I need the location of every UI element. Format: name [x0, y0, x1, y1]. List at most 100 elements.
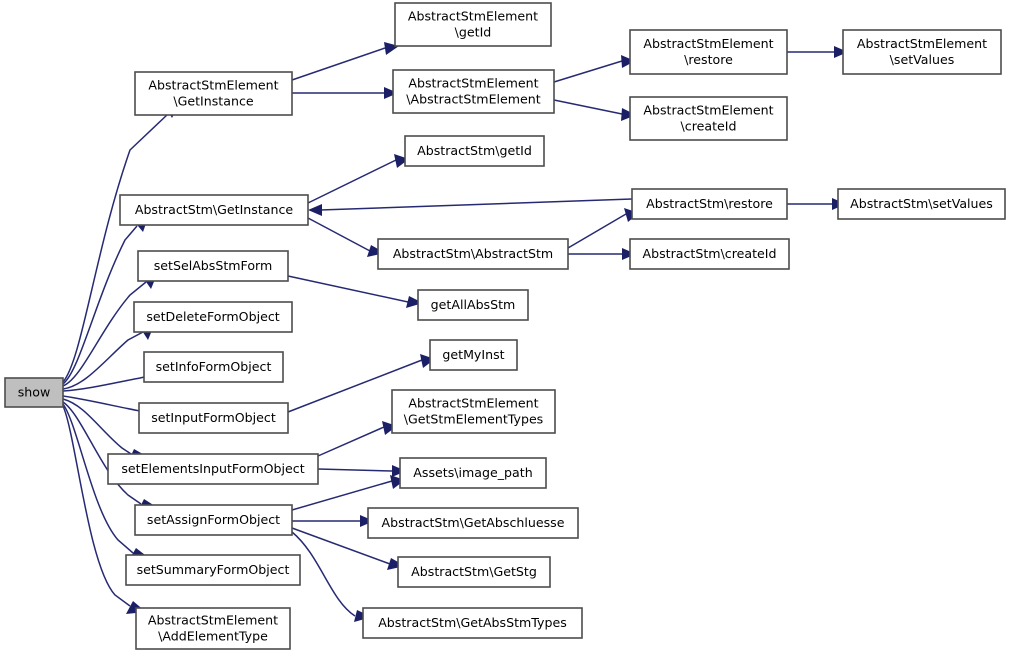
node-rect[interactable] — [837, 188, 1006, 220]
node-rect[interactable] — [138, 402, 289, 434]
edge-line — [62, 403, 134, 554]
graph-node-as_getabsstmtypes[interactable]: AbstractStm\GetAbsStmTypes — [362, 607, 583, 639]
node-rect[interactable] — [417, 289, 529, 321]
node-label: AbstractStm\GetAbsStmTypes — [378, 615, 567, 630]
graph-node-getallabsstm[interactable]: getAllAbsStm — [417, 289, 529, 321]
node-rect[interactable] — [404, 135, 545, 167]
arrowhead-icon — [308, 204, 322, 216]
graph-node-ase_addelementtype[interactable]: AbstractStmElement\AddElementType — [135, 607, 291, 650]
call-edge-ase_getinstance-to-ase_ctor — [292, 87, 398, 99]
node-label: AbstractStmElement\AddElementType — [148, 612, 278, 643]
node-label: AbstractStm\setValues — [850, 196, 993, 211]
graph-node-setsummaryformobject[interactable]: setSummaryFormObject — [125, 554, 301, 586]
arrowhead-icon — [384, 87, 398, 99]
node-rect[interactable] — [134, 71, 293, 116]
graph-node-as_getinstance[interactable]: AbstractStm\GetInstance — [119, 194, 309, 226]
node-rect[interactable] — [134, 504, 293, 536]
graph-node-ase_restore[interactable]: AbstractStmElement\restore — [629, 29, 788, 75]
call-edge-as_restore-to-as_setvalues — [787, 198, 846, 210]
edge-line — [62, 374, 154, 392]
call-edge-show-to-setdeleteformobject — [62, 323, 155, 390]
edge-line — [62, 225, 138, 385]
graph-node-as_ctor[interactable]: AbstractStm\AbstractStm — [377, 238, 569, 270]
arrowhead-icon — [621, 108, 636, 121]
graph-node-ase_getid[interactable]: AbstractStmElement\getId — [394, 2, 552, 47]
node-rect[interactable] — [629, 96, 788, 141]
call-edge-as_getinstance-to-as_ctor — [307, 217, 385, 257]
graph-node-setinputformobject[interactable]: setInputFormObject — [138, 402, 289, 434]
node-label: getMyInst — [442, 347, 504, 362]
node-rect[interactable] — [362, 607, 583, 639]
arrowhead-icon — [392, 465, 406, 477]
node-rect[interactable] — [135, 607, 291, 650]
edge-line — [307, 159, 397, 204]
node-rect[interactable] — [367, 507, 579, 539]
node-label: AbstractStmElement\restore — [643, 36, 773, 67]
arrowhead-icon — [406, 296, 423, 308]
node-label: AbstractStmElement\GetStmElementTypes — [404, 395, 544, 426]
graph-node-setselabsstmform[interactable]: setSelAbsStmForm — [137, 250, 289, 282]
node-rect[interactable] — [629, 29, 788, 75]
edge-line — [62, 331, 144, 390]
edge-line — [291, 47, 386, 81]
graph-node-setinfoformobject[interactable]: setInfoFormObject — [143, 351, 284, 383]
graph-node-ase_getstmelementtypes[interactable]: AbstractStmElement\GetStmElementTypes — [391, 389, 556, 434]
node-label: AbstractStm\GetStg — [411, 564, 537, 579]
node-rect[interactable] — [394, 2, 552, 47]
graph-node-as_getid[interactable]: AbstractStm\getId — [404, 135, 545, 167]
nodes-layer: showAbstractStmElement\GetInstanceAbstra… — [4, 2, 1006, 650]
edge-line — [567, 213, 627, 249]
graph-node-ase_setvalues[interactable]: AbstractStmElement\setValues — [842, 29, 1002, 75]
node-label: setInfoFormObject — [156, 359, 272, 374]
graph-node-getmyinst[interactable]: getMyInst — [429, 339, 518, 371]
call-edge-ase_ctor-to-ase_restore — [553, 55, 635, 83]
arrowhead-icon — [622, 248, 636, 260]
node-rect[interactable] — [137, 250, 289, 282]
node-rect[interactable] — [125, 554, 301, 586]
graph-node-as_setvalues[interactable]: AbstractStm\setValues — [837, 188, 1006, 220]
node-rect[interactable] — [629, 238, 790, 270]
edge-line — [62, 401, 142, 505]
graph-node-setelementsinputform[interactable]: setElementsInputFormObject — [107, 453, 319, 485]
call-edge-show-to-setelementsinputform — [62, 398, 148, 460]
graph-node-as_createid[interactable]: AbstractStm\createId — [629, 238, 790, 270]
node-label: setSelAbsStmForm — [154, 258, 273, 273]
graph-node-ase_createid[interactable]: AbstractStmElement\createId — [629, 96, 788, 141]
graph-node-setdeleteformobject[interactable]: setDeleteFormObject — [133, 301, 293, 333]
graph-node-ase_ctor[interactable]: AbstractStmElement\AbstractStmElement — [392, 69, 555, 114]
node-rect[interactable] — [391, 389, 556, 434]
arrowhead-icon — [834, 46, 848, 58]
graph-node-as_restore[interactable]: AbstractStm\restore — [631, 188, 788, 220]
edge-line — [317, 468, 393, 472]
arrowhead-icon — [390, 475, 405, 489]
edge-line — [287, 275, 409, 303]
node-rect[interactable] — [429, 339, 518, 371]
call-edge-ase_ctor-to-ase_createid — [553, 99, 636, 121]
graph-node-show[interactable]: show — [4, 377, 64, 408]
node-rect[interactable] — [399, 457, 547, 489]
node-rect[interactable] — [133, 301, 293, 333]
node-rect[interactable] — [842, 29, 1002, 75]
graph-node-assets_image_path[interactable]: Assets\image_path — [399, 457, 547, 489]
node-rect[interactable] — [377, 238, 569, 270]
node-rect[interactable] — [119, 194, 309, 226]
node-label: AbstractStm\GetAbschluesse — [382, 515, 565, 530]
graph-node-as_getstg[interactable]: AbstractStm\GetStg — [397, 556, 551, 588]
call-edge-setassignformobject-to-assets_image_path — [291, 475, 405, 511]
graph-node-setassignformobject[interactable]: setAssignFormObject — [134, 504, 293, 536]
node-rect[interactable] — [631, 188, 788, 220]
call-edge-ase_getinstance-to-ase_getid — [291, 42, 399, 81]
node-label: Assets\image_path — [413, 465, 532, 480]
node-rect[interactable] — [4, 377, 64, 408]
arrowhead-icon — [621, 55, 635, 68]
graph-node-as_getabschluesse[interactable]: AbstractStm\GetAbschluesse — [367, 507, 579, 539]
node-label: AbstractStmElement\createId — [643, 102, 773, 133]
call-edge-setassignformobject-to-as_getabschluesse — [292, 515, 374, 527]
node-label: AbstractStm\GetInstance — [135, 202, 294, 217]
node-rect[interactable] — [392, 69, 555, 114]
graph-node-ase_getinstance[interactable]: AbstractStmElement\GetInstance — [134, 71, 293, 116]
node-rect[interactable] — [107, 453, 319, 485]
node-rect[interactable] — [143, 351, 284, 383]
call-edge-as_restore-to-as_getinstance — [308, 198, 633, 216]
node-rect[interactable] — [397, 556, 551, 588]
